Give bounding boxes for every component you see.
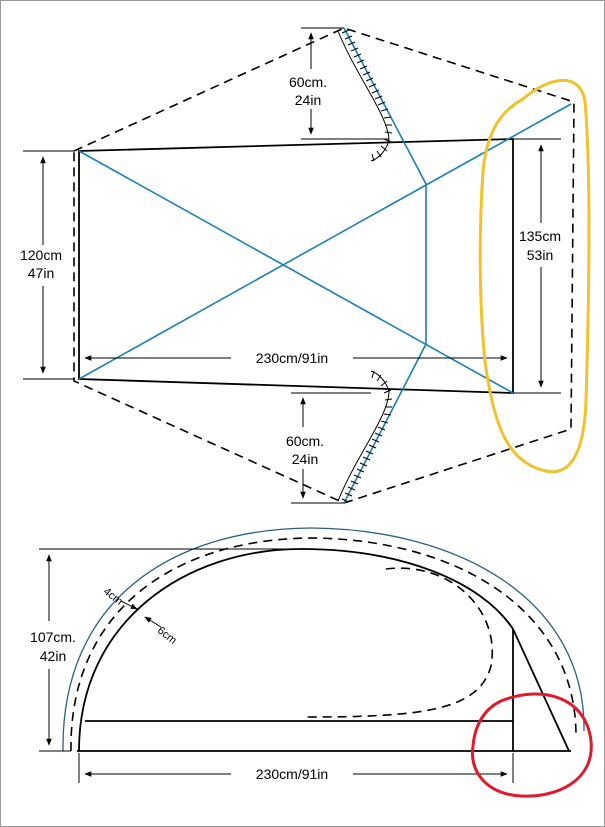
fly-outline [73, 27, 575, 504]
dim-vestibule-bottom [291, 392, 371, 504]
top-view: 120cm 47in 135cm 53in 230cm/91in 60cm. 2… [20, 27, 591, 504]
side-inner-outline [78, 548, 514, 752]
red-highlight-circle [470, 692, 593, 798]
height-imperial: 42in [40, 648, 66, 664]
zipper-bottom-teeth [341, 370, 393, 503]
side-dashed-layer [70, 537, 577, 752]
vestibule-bottom-imperial: 24in [292, 451, 318, 467]
width-right-metric: 135cm [519, 228, 561, 244]
width-left-metric: 120cm [20, 247, 62, 263]
zipper-top [337, 30, 390, 162]
height-metric: 107cm. [30, 629, 76, 645]
side-view: 107cm. 42in 4cm 6cm 230cm/91in [30, 527, 593, 798]
length-top-label: 230cm/91in [256, 350, 328, 366]
zipper-bottom [337, 370, 390, 502]
dim-width-left [23, 150, 74, 380]
pole-cross-2 [78, 103, 572, 380]
yellow-highlight-circle [478, 79, 591, 474]
side-fly-outline [62, 527, 585, 752]
side-end-diagonal [512, 628, 570, 752]
pole-cross-1 [78, 150, 514, 394]
width-left-imperial: 47in [28, 265, 54, 281]
side-door-dashed [305, 567, 494, 718]
vestibule-top-metric: 60cm. [289, 74, 327, 90]
width-right-imperial: 53in [527, 247, 553, 263]
zipper-top-teeth [341, 29, 393, 162]
vestibule-top-imperial: 24in [295, 92, 321, 108]
pole-ridge [343, 27, 427, 504]
vestibule-bottom-metric: 60cm. [286, 433, 324, 449]
length-side-label: 230cm/91in [256, 766, 328, 782]
dim-vestibule-top [301, 27, 389, 140]
dim-height [39, 548, 301, 752]
dim-width-right [513, 138, 561, 394]
dim-gaps [120, 600, 162, 628]
dim-length-side [78, 753, 514, 783]
gap-inner-label: 6cm [155, 625, 179, 647]
